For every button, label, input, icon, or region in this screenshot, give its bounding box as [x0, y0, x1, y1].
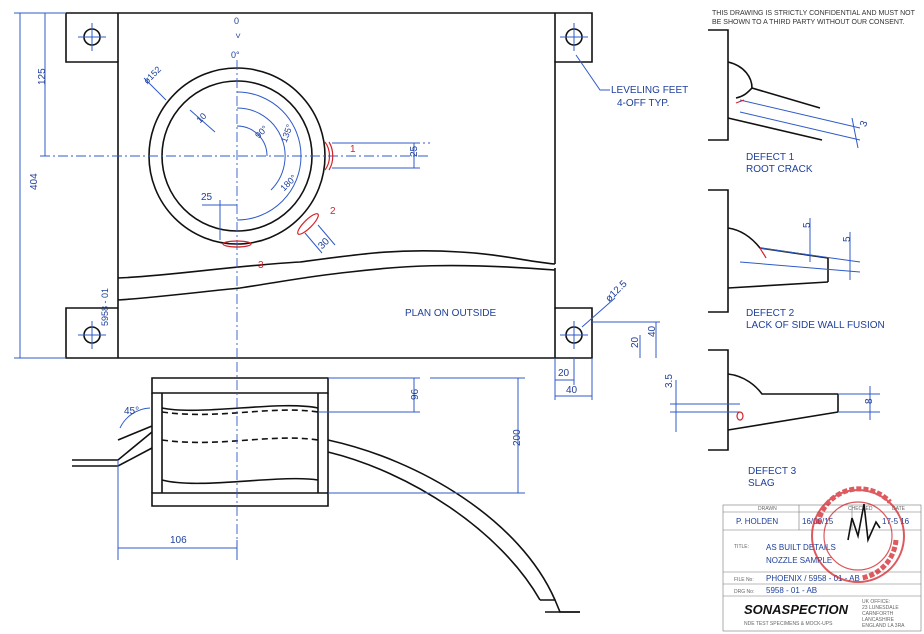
- dim-40-vertical: 40: [647, 325, 658, 337]
- dim-45deg: 45°: [124, 406, 139, 417]
- dim-hole-dia: ø12.5: [604, 278, 630, 304]
- defect-2-dim-b: 5: [842, 236, 853, 242]
- angle-135-label: 135°: [279, 123, 295, 144]
- defect-2-detail: [708, 189, 861, 313]
- tb-file: PHOENIX / 5958 - 01 - AB: [766, 574, 860, 583]
- tb-drg-label: DRG No:: [734, 589, 754, 595]
- confidential-line2: BE SHOWN TO A THIRD PARTY WITHOUT OUR CO…: [712, 19, 904, 26]
- defect-2-dim-a: 5: [802, 222, 813, 228]
- defect-3-dim-a: 3.5: [664, 374, 675, 388]
- dim-top-offset: 125: [37, 68, 48, 85]
- plan-title: PLAN ON OUTSIDE: [405, 308, 496, 319]
- defect-1-subtitle: ROOT CRACK: [746, 164, 813, 175]
- tb-title-line2: NOZZLE SAMPLE: [766, 556, 832, 565]
- defect-label-3: 3: [258, 260, 264, 271]
- tb-address-5: ENGLAND LA 3RA: [862, 623, 905, 629]
- tb-drawn-by: P. HOLDEN: [736, 517, 778, 526]
- dim-20-horizontal: 20: [558, 368, 570, 379]
- defect-1-title: DEFECT 1: [746, 152, 795, 163]
- confidential-line1: THIS DRAWING IS STRICTLY CONFIDENTIAL AN…: [712, 10, 916, 17]
- dim-nozzle-dia: ø152: [142, 64, 164, 86]
- defect-label-1: 1: [350, 144, 356, 155]
- angle-0deg-label: 0°: [231, 50, 240, 60]
- foot-top-left: [78, 23, 106, 51]
- signature: [847, 503, 881, 544]
- dim-wall: 10: [194, 111, 208, 125]
- defect-mark-1: [324, 141, 334, 171]
- sample-id: 5958 - 01: [100, 288, 110, 326]
- defect-2-title: DEFECT 2: [746, 308, 795, 319]
- defect-2-subtitle: LACK OF SIDE WALL FUSION: [746, 320, 885, 331]
- defect-mark-2: [297, 213, 319, 235]
- tb-company: SONASPECTION: [744, 602, 849, 617]
- tb-address-2: 23 LUNESDALE: [862, 605, 899, 611]
- tb-drawn-label: DRAWN: [758, 506, 777, 512]
- foot-bottom-right: [560, 321, 588, 349]
- angle-arrow: >: [233, 33, 243, 38]
- angle-90-label: 90°: [253, 123, 270, 140]
- dim-25-right: 25: [409, 145, 420, 157]
- plan-view: [14, 12, 660, 400]
- foot-top-right: [560, 23, 588, 51]
- tb-tagline: NDE TEST SPECIMENS & MOCK-UPS: [744, 621, 833, 627]
- tb-date-value: 17-5 16: [882, 517, 910, 526]
- dim-height: 404: [29, 173, 40, 190]
- dim-20-vertical: 20: [630, 336, 641, 348]
- defect-3-subtitle: SLAG: [748, 478, 775, 489]
- angle-0-label: 0: [234, 16, 239, 26]
- tb-date-label: DATE: [892, 506, 906, 512]
- tb-address-3: CARNFORTH: [862, 611, 894, 617]
- tb-title-line1: AS BUILT DETAILS: [766, 543, 836, 552]
- company-stamp: [811, 486, 905, 583]
- dim-106: 106: [170, 535, 187, 546]
- defect-1-detail: [708, 29, 861, 149]
- defect-3-detail: [670, 349, 880, 451]
- defect-3-title: DEFECT 3: [748, 466, 797, 477]
- defect-label-2: 2: [330, 206, 336, 217]
- tb-checked-label: CHECKED: [848, 506, 873, 512]
- dim-25-left: 25: [201, 192, 213, 203]
- tb-address-4: LANCASHIRE: [862, 617, 895, 623]
- tb-address-1: UK OFFICE:: [862, 599, 890, 605]
- tb-file-label: FILE No:: [734, 577, 754, 583]
- feet-note-line2: 4-OFF TYP.: [617, 98, 669, 109]
- tb-title-label: TITLE:: [734, 544, 749, 550]
- defect-3-dim-b: 8: [864, 398, 875, 404]
- defect-mark-3: [222, 240, 252, 248]
- title-block: [722, 504, 922, 632]
- dim-96: 96: [410, 388, 421, 400]
- tb-drg: 5958 - 01 - AB: [766, 586, 817, 595]
- dim-200: 200: [512, 429, 523, 446]
- feet-note-line1: LEVELING FEET: [611, 85, 688, 96]
- defect-1-dim: 3: [858, 119, 870, 128]
- dim-40-horizontal: 40: [566, 385, 578, 396]
- foot-bottom-left: [78, 321, 106, 349]
- section-view: [72, 362, 580, 613]
